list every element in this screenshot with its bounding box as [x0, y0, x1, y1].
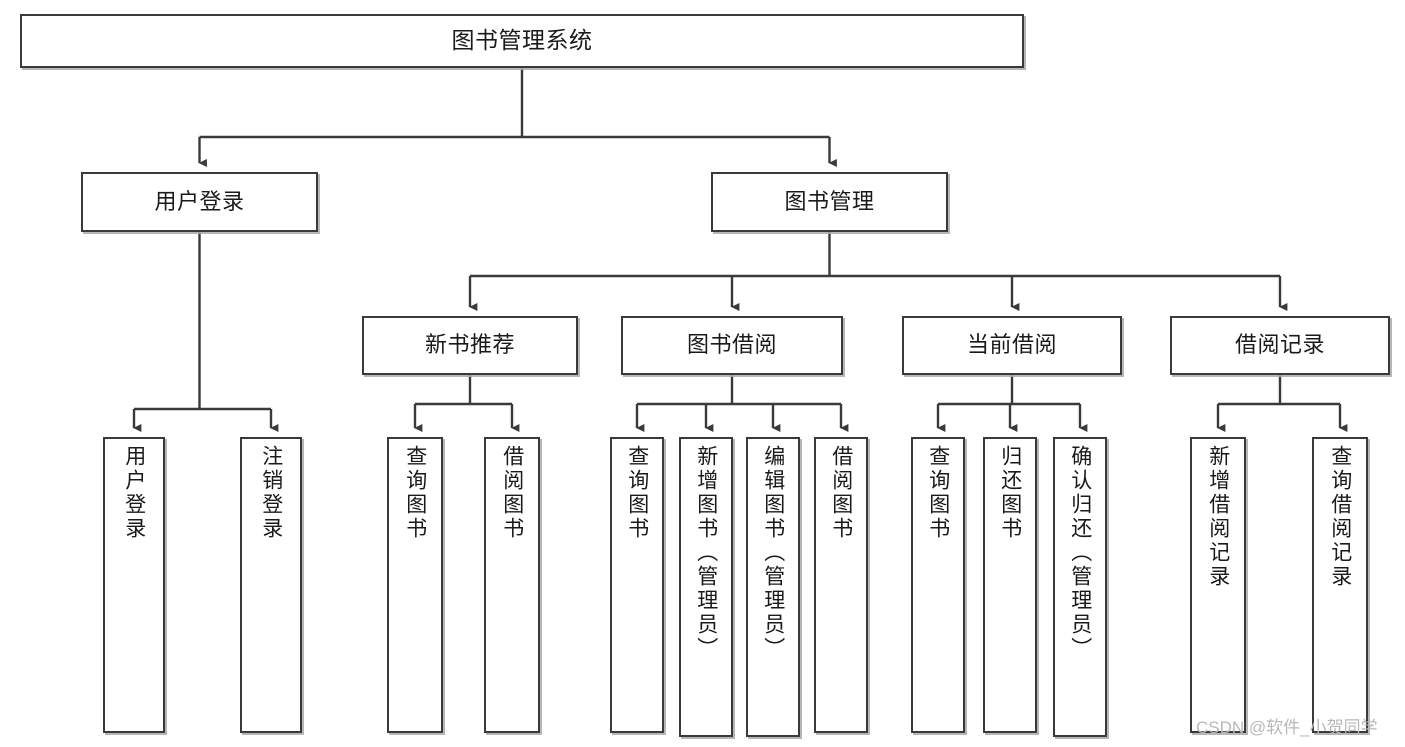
node-label-leaf-add-borrow-record: 新增借阅记录: [1206, 445, 1230, 589]
node-leaf-return-book[interactable]: 归还图书: [983, 437, 1037, 733]
node-label-borrow-record: 借阅记录: [1234, 332, 1325, 358]
node-root[interactable]: 图书管理系统: [20, 14, 1024, 68]
node-book-manage[interactable]: 图书管理: [711, 172, 948, 232]
node-label-leaf-query-book-rec: 查询图书: [403, 445, 427, 541]
node-leaf-user-logout[interactable]: 注销登录: [240, 437, 302, 733]
node-label-book-borrow: 图书借阅: [686, 332, 777, 358]
node-label-leaf-user-logout: 注销登录: [259, 445, 283, 541]
node-label-leaf-add-book-admin: 新增图书（管理员）: [694, 445, 718, 661]
node-label-leaf-edit-book-admin: 编辑图书（管理员）: [761, 445, 785, 661]
node-label-book-manage: 图书管理: [784, 188, 875, 214]
node-label-new-book-recommend: 新书推荐: [424, 332, 515, 358]
connector-paths: [132, 68, 1348, 432]
node-new-book-recommend[interactable]: 新书推荐: [362, 316, 578, 375]
node-current-borrow[interactable]: 当前借阅: [902, 316, 1122, 375]
node-label-leaf-confirm-return-admin: 确认归还（管理员）: [1068, 445, 1092, 661]
node-leaf-confirm-return-admin[interactable]: 确认归还（管理员）: [1053, 437, 1107, 737]
node-label-leaf-query-borrow-record: 查询借阅记录: [1328, 445, 1352, 589]
node-label-current-borrow: 当前借阅: [966, 332, 1057, 358]
node-label-leaf-user-login: 用户登录: [122, 445, 146, 541]
node-label-leaf-query-book-current: 查询图书: [926, 445, 950, 541]
node-leaf-add-book-admin[interactable]: 新增图书（管理员）: [679, 437, 733, 737]
node-leaf-borrow-book[interactable]: 借阅图书: [814, 437, 868, 733]
node-label-leaf-return-book: 归还图书: [998, 445, 1022, 541]
node-leaf-query-borrow-record[interactable]: 查询借阅记录: [1312, 437, 1368, 733]
node-leaf-add-borrow-record[interactable]: 新增借阅记录: [1190, 437, 1246, 733]
node-user-login[interactable]: 用户登录: [81, 172, 318, 232]
node-label-user-login: 用户登录: [154, 188, 245, 214]
node-leaf-edit-book-admin[interactable]: 编辑图书（管理员）: [746, 437, 800, 737]
node-leaf-user-login[interactable]: 用户登录: [103, 437, 165, 733]
node-leaf-query-book-rec[interactable]: 查询图书: [387, 437, 443, 733]
node-label-root: 图书管理系统: [451, 27, 593, 54]
node-leaf-query-book-borrow[interactable]: 查询图书: [610, 437, 664, 733]
node-label-leaf-borrow-book-rec: 借阅图书: [500, 445, 524, 541]
node-leaf-query-book-current[interactable]: 查询图书: [911, 437, 965, 733]
node-book-borrow[interactable]: 图书借阅: [621, 316, 843, 375]
node-borrow-record[interactable]: 借阅记录: [1170, 316, 1390, 375]
node-leaf-borrow-book-rec[interactable]: 借阅图书: [484, 437, 540, 733]
node-label-leaf-query-book-borrow: 查询图书: [625, 445, 649, 541]
node-label-leaf-borrow-book: 借阅图书: [829, 445, 853, 541]
